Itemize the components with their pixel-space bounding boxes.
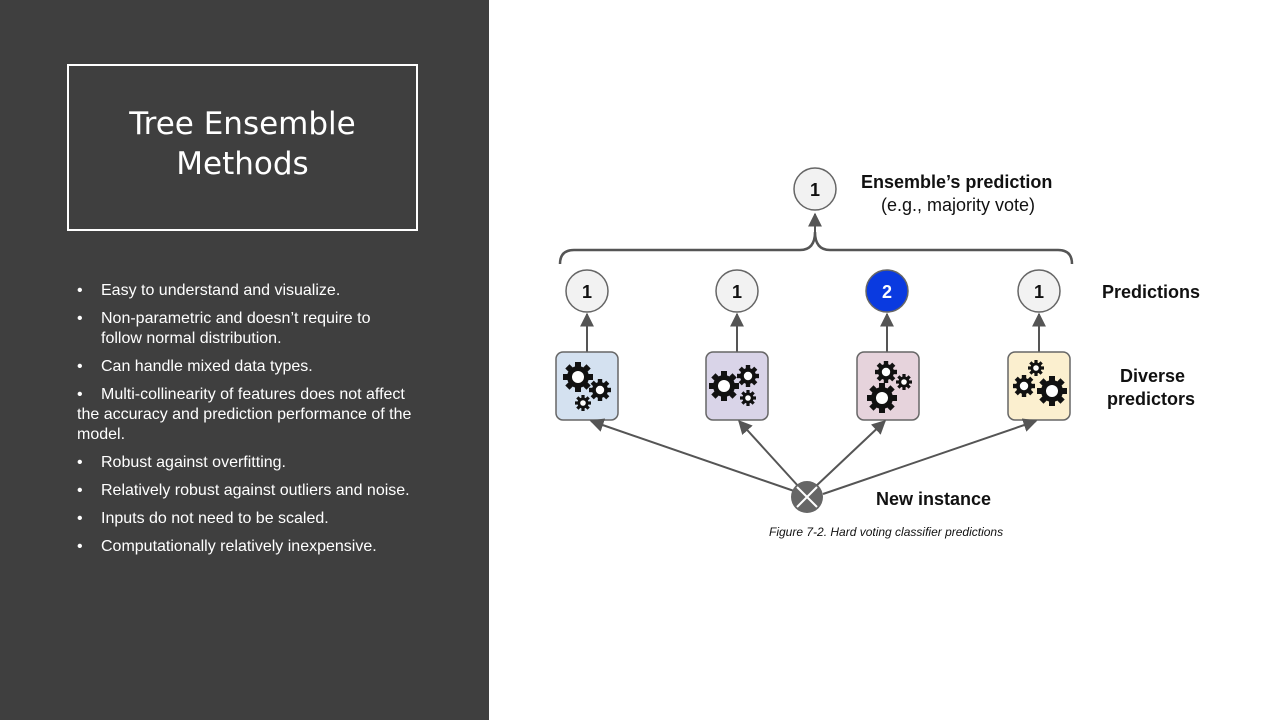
- prediction-value: 1: [582, 282, 592, 302]
- prediction-node: [1017, 269, 1061, 313]
- bullet-dot: •: [77, 358, 83, 375]
- prediction-value: 2: [882, 282, 892, 302]
- bullet-item: •Multi-collinearity of features does not…: [77, 385, 412, 445]
- bullet-text: Computationally relatively inexpensive.: [101, 538, 377, 555]
- new-instance-label: New instance: [876, 489, 991, 509]
- ensemble-label: Ensemble’s prediction: [861, 172, 1052, 192]
- predictors-label-line1: Diverse: [1120, 366, 1185, 386]
- arrow: [589, 418, 798, 493]
- slide-title: Tree Ensemble Methods: [129, 105, 356, 182]
- ensemble-node: [793, 167, 837, 211]
- bullet-item: • Relatively robust against outliers and …: [77, 481, 412, 501]
- arrow: [814, 420, 887, 488]
- bullet-text: Inputs do not need to be scaled.: [101, 510, 329, 527]
- bullet-dot: •: [77, 482, 83, 499]
- bullet-dot: •: [77, 310, 83, 327]
- bullet-dot: •: [77, 386, 83, 403]
- prediction-value: 1: [1034, 282, 1044, 302]
- bullet-dot: •: [77, 454, 83, 471]
- prediction-value: 1: [732, 282, 742, 302]
- bullet-text: Non-parametric and doesn’t require to fo…: [101, 310, 371, 347]
- prediction-node: [565, 269, 609, 313]
- bullet-list: • Easy to understand and visualize. • Non-…: [77, 281, 412, 565]
- voting-classifier-diagram: 1 Ensemble’s prediction (e.g., majority …: [555, 167, 1200, 539]
- prediction-node: [715, 269, 759, 313]
- predictors-label-line2: predictors: [1107, 389, 1195, 409]
- bullet-item: • Inputs do not need to be scaled.: [77, 509, 412, 529]
- bullet-text: Robust against overfitting.: [101, 454, 286, 471]
- bullet-dot: •: [77, 538, 83, 555]
- title-box: Tree Ensemble Methods: [67, 64, 418, 231]
- bullet-item: • Robust against overfitting.: [77, 453, 412, 473]
- prediction-node: [865, 269, 909, 313]
- bullet-text: Relatively robust against outliers and n…: [101, 482, 410, 499]
- bullet-item: • Can handle mixed data types.: [77, 357, 412, 377]
- bullet-text: Multi-collinearity of features does not …: [77, 386, 412, 443]
- arrow: [738, 419, 800, 488]
- ensemble-sublabel: (e.g., majority vote): [881, 195, 1035, 215]
- bullet-item: • Computationally relatively inexpensive.: [77, 537, 412, 557]
- new-instance-icon: [791, 481, 823, 513]
- bullet-text: Easy to understand and visualize.: [101, 282, 341, 299]
- bullet-item: • Easy to understand and visualize.: [77, 281, 412, 301]
- bullet-dot: •: [77, 282, 83, 299]
- ensemble-value: 1: [810, 180, 820, 200]
- bullet-item: • Non-parametric and doesn’t require to f…: [77, 309, 412, 349]
- figure-caption: Figure 7-2. Hard voting classifier predi…: [769, 525, 1003, 539]
- predictions-label: Predictions: [1102, 282, 1200, 302]
- bullet-text: Can handle mixed data types.: [101, 358, 313, 375]
- arrow: [822, 418, 1038, 495]
- bullet-dot: •: [77, 510, 83, 527]
- left-panel: Tree Ensemble Methods • Easy to understan…: [0, 0, 489, 720]
